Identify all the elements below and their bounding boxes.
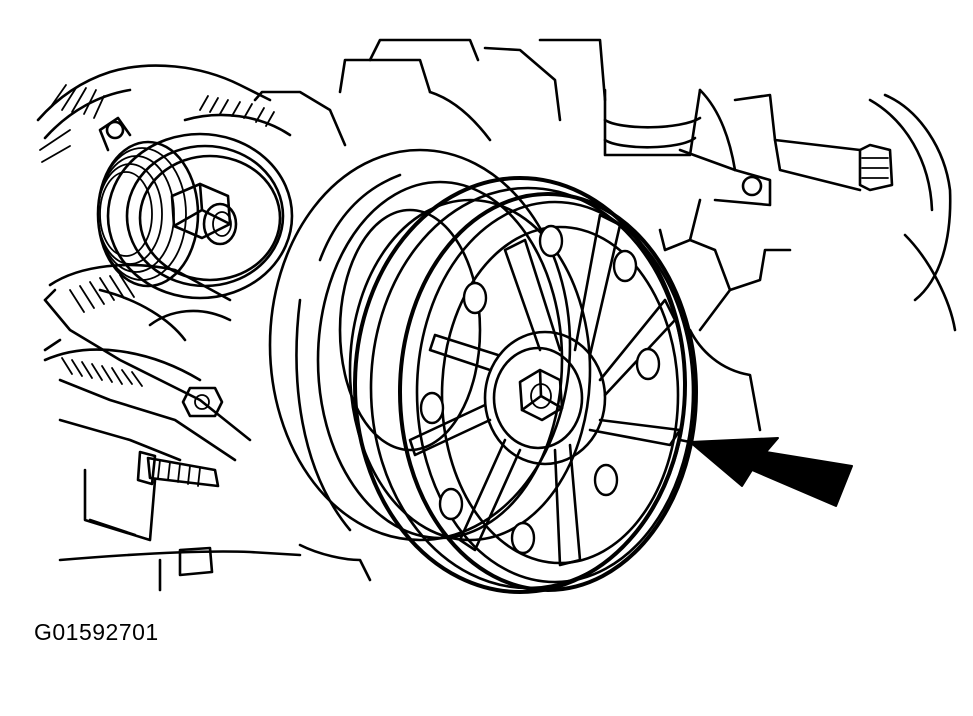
figure-code-label: G01592701 — [34, 619, 159, 645]
engine-block — [36, 38, 957, 592]
indicator-arrow — [678, 437, 853, 507]
pulley-bolt — [518, 368, 564, 422]
crankshaft-pulley — [268, 148, 698, 594]
idler-pulley — [96, 116, 294, 300]
